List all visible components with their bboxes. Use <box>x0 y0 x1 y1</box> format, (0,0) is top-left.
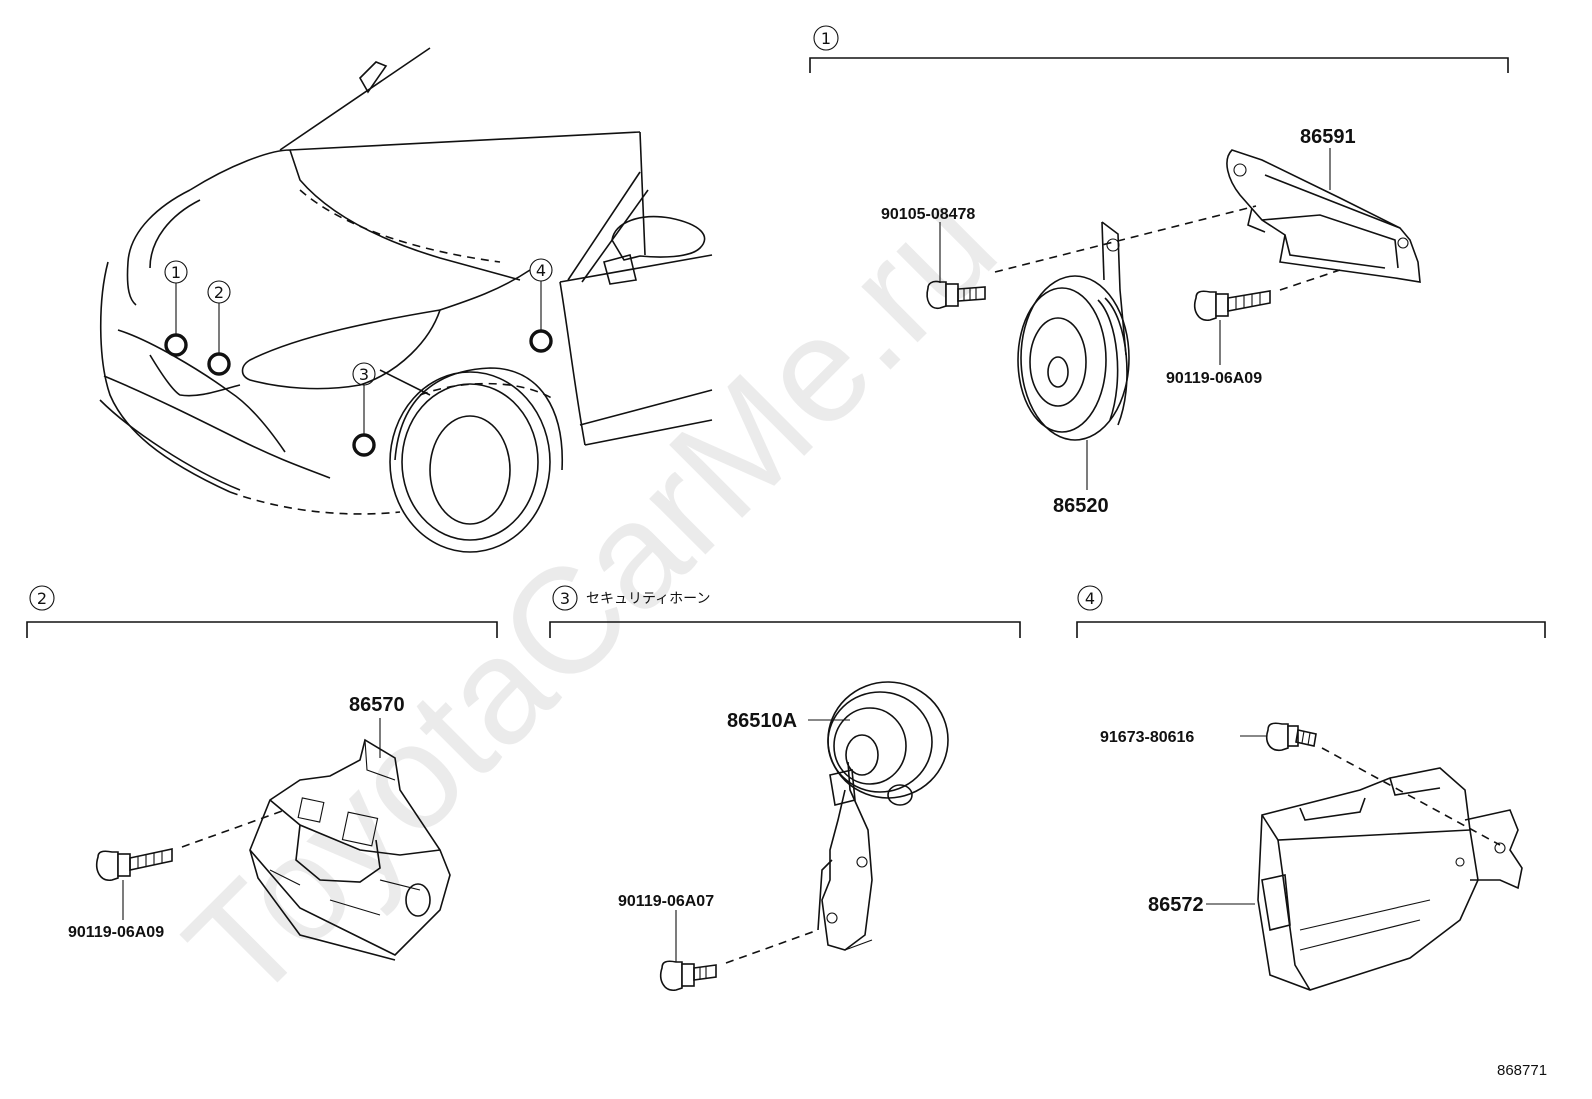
section-1: 1 86591 86520 <box>809 25 1509 517</box>
ecu-86572-drawing <box>1257 767 1523 991</box>
locator-callout-2: 2 <box>207 280 231 376</box>
section-4-number: 4 <box>1085 589 1095 608</box>
label-86591: 86591 <box>1300 126 1356 148</box>
section-3: 3 セキュリティホーン 86510A 90119-06A07 <box>549 585 1021 991</box>
bracket-86591-drawing <box>1226 149 1421 283</box>
bolt-90119-06A07-drawing <box>660 960 717 991</box>
svg-text:2: 2 <box>214 283 224 302</box>
label-86520: 86520 <box>1053 495 1109 517</box>
horn-86520-drawing <box>1017 221 1130 441</box>
locator-callout-3: 3 <box>352 362 376 457</box>
module-86570-drawing <box>249 738 451 961</box>
locator-callout-1: 1 <box>164 260 188 357</box>
label-91673-80616: 91673-80616 <box>1100 729 1194 746</box>
label-90105-08478: 90105-08478 <box>881 206 975 223</box>
svg-text:4: 4 <box>536 261 546 280</box>
section-1-number: 1 <box>821 29 831 48</box>
section-2-number: 2 <box>37 589 47 608</box>
section-2: 2 86570 90119-06A09 <box>26 585 498 961</box>
section-4: 4 86572 91673-80616 <box>1076 585 1546 991</box>
bolt-90119-06A09-s1-drawing <box>1194 290 1271 321</box>
locator-callout-4: 4 <box>529 258 553 353</box>
bolt-90105-08478-drawing <box>926 280 986 310</box>
svg-text:3: 3 <box>359 365 369 384</box>
label-86510A: 86510A <box>727 710 797 732</box>
section-3-note: セキュリティホーン <box>586 591 710 607</box>
label-90119-06A09-s2: 90119-06A09 <box>68 924 164 941</box>
label-86572: 86572 <box>1148 894 1204 916</box>
horn-86510A-drawing <box>817 681 949 951</box>
svg-text:1: 1 <box>171 263 181 282</box>
section-3-number: 3 <box>560 589 570 608</box>
bolt-90119-06A09-s2-drawing <box>96 848 173 881</box>
label-90119-06A07: 90119-06A07 <box>618 893 714 910</box>
car-locator-drawing <box>99 47 713 553</box>
diagram-id: 868771 <box>1497 1062 1547 1079</box>
label-86570: 86570 <box>349 694 405 716</box>
bolt-91673-80616-drawing <box>1266 722 1317 752</box>
label-90119-06A09-s1: 90119-06A09 <box>1166 370 1262 387</box>
